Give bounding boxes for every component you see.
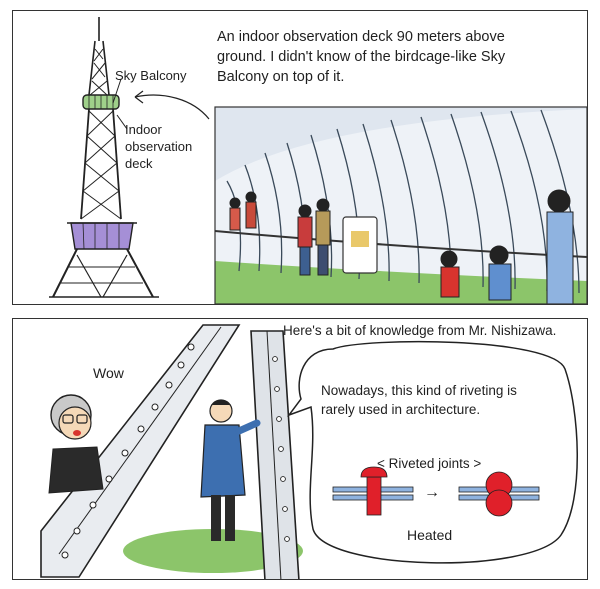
tower-illustration [49,17,210,298]
wow-exclamation: Wow [93,365,124,381]
speech-bubble-text: Nowadays, this kind of riveting is rarel… [321,383,517,417]
top-panel: An indoor observation deck 90 meters abo… [12,10,588,305]
bottom-caption: Here's a bit of knowledge from Mr. Nishi… [283,323,557,338]
diagram-arrow: → [424,484,440,501]
heated-label: Heated [407,527,453,543]
indoor-deck-label: Indoor observation deck [125,122,193,171]
girder-scene [40,324,578,579]
bottom-panel: Here's a bit of knowledge from Mr. Nishi… [12,318,588,580]
sky-balcony-label: Sky Balcony [115,68,187,83]
diagram-title: < Riveted joints > [377,456,482,471]
top-caption: An indoor observation deck 90 meters abo… [217,29,506,85]
observation-deck-scene [214,106,587,304]
rivet-diagram [332,466,540,517]
